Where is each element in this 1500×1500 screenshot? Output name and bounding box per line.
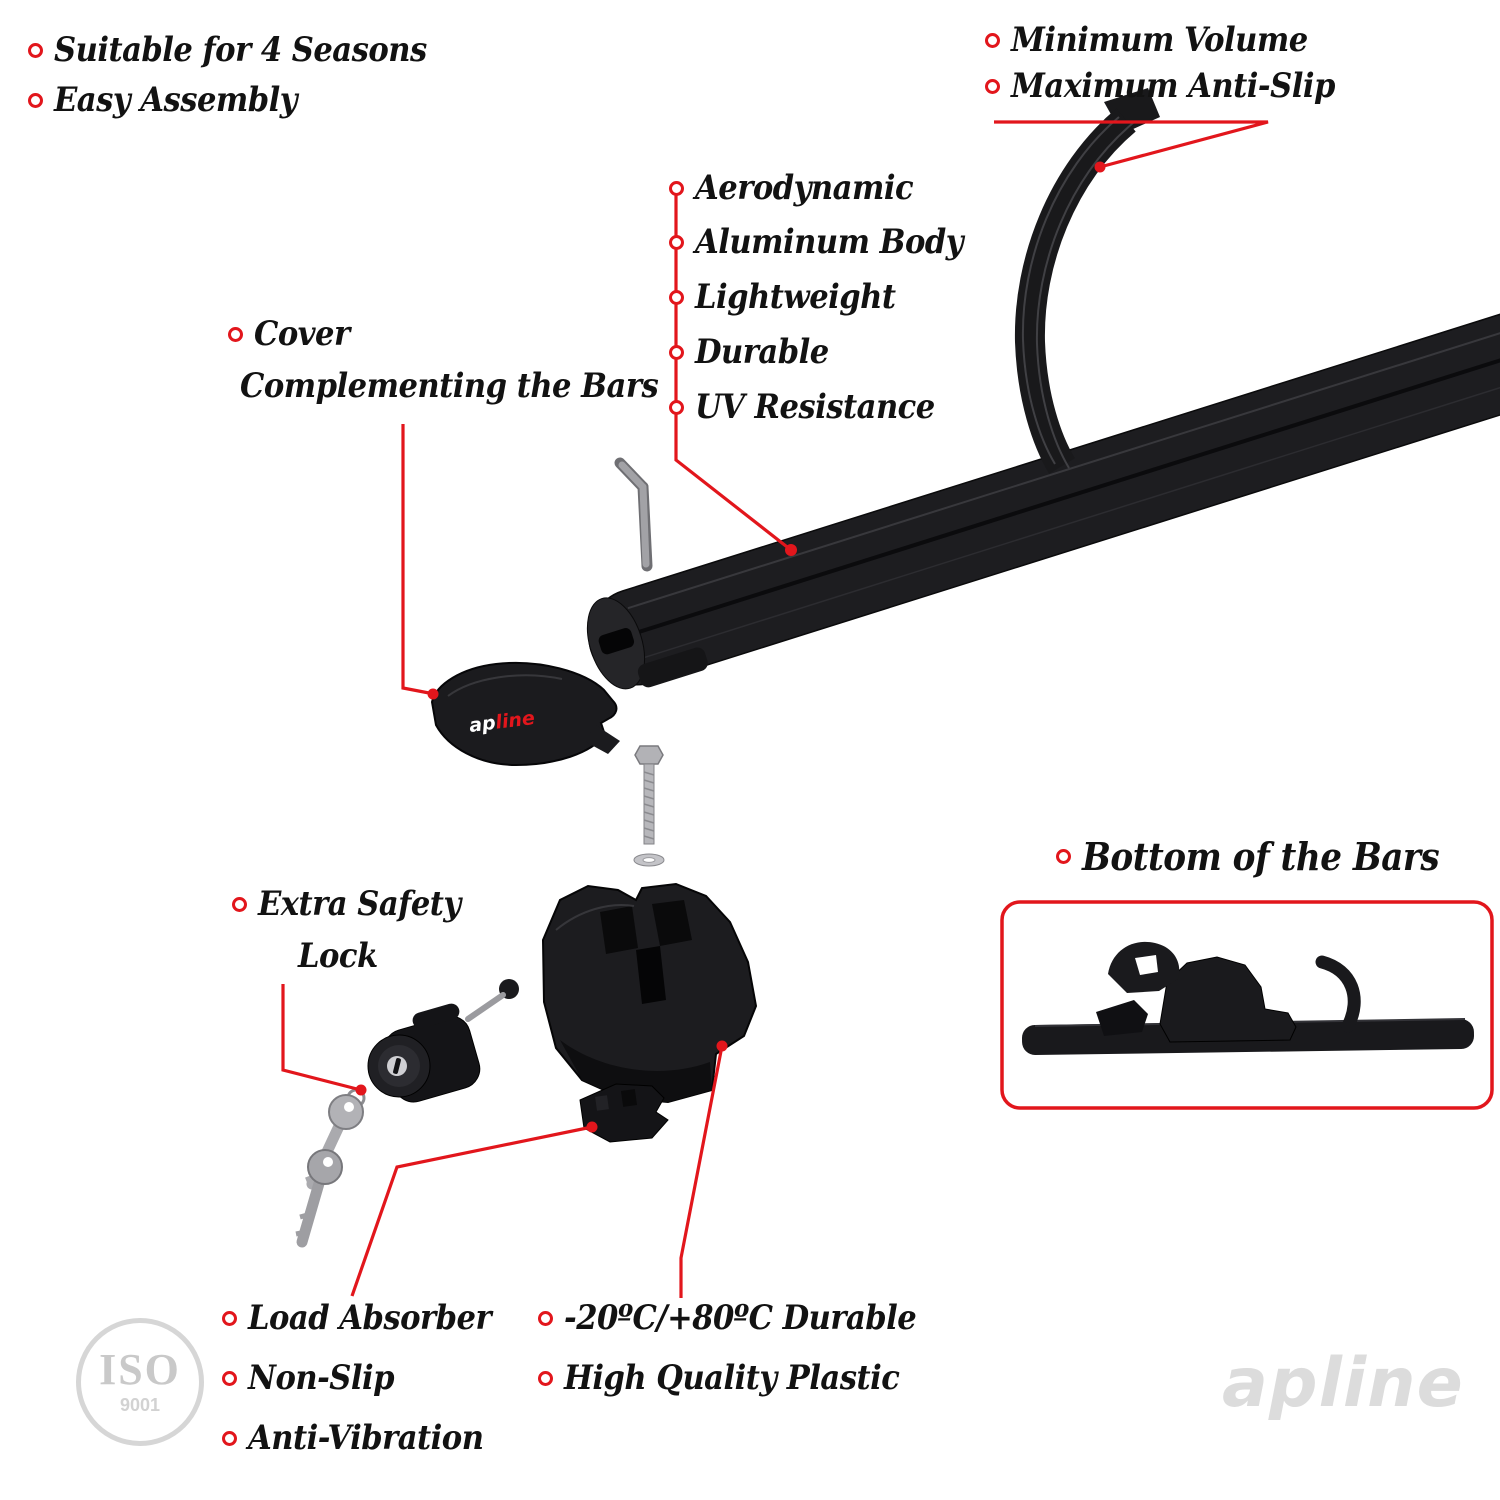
callout-line-cover: [401, 424, 430, 695]
bullet-icon: [28, 92, 43, 108]
callout-line-lock: [281, 984, 358, 1091]
feature-non-slip: Non-Slip: [222, 1358, 395, 1399]
bullet-icon: [669, 344, 684, 360]
feature-label: Durable: [695, 332, 829, 372]
bullet-icon: [538, 1310, 553, 1326]
feature-label: Minimum Volume: [1011, 20, 1308, 60]
feature-label: Extra Safety: [258, 884, 461, 924]
feature-label: Anti-Vibration: [248, 1418, 484, 1458]
feature-label: Suitable for 4 Seasons: [54, 30, 427, 70]
feature-label: Bottom of the Bars: [1082, 834, 1440, 879]
inset-strip: [1315, 955, 1361, 1033]
callout-line-temperature: [679, 1045, 724, 1298]
feature-load-absorber: Load Absorber: [222, 1298, 492, 1339]
feature-uv-resistance: UV Resistance: [669, 387, 935, 428]
bullet-icon: [222, 1310, 237, 1326]
feature-aerodynamic: Aerodynamic: [669, 168, 914, 209]
feature-label: Lightweight: [695, 277, 896, 317]
cover-logo: apline: [468, 707, 536, 737]
feature-suitable-seasons: Suitable for 4 Seasons: [28, 30, 427, 71]
feature-lightweight: Lightweight: [669, 277, 896, 318]
keys: [295, 1088, 366, 1248]
feature-label: Easy Assembly: [54, 80, 298, 120]
feature-lock: Lock: [298, 936, 378, 977]
feature-cover-line2: Complementing the Bars: [240, 366, 659, 407]
feature-temperature-durable: -20ºC/+80ºC Durable: [538, 1298, 917, 1339]
allen-key: [614, 457, 653, 572]
feature-label: Lock: [298, 936, 378, 976]
anti-slip-strip: [1014, 88, 1160, 474]
roof-bar: [586, 241, 1500, 690]
feature-label: Maximum Anti-Slip: [1011, 66, 1335, 106]
feature-label: High Quality Plastic: [564, 1358, 900, 1398]
iso-number: 9001: [119, 1395, 161, 1415]
bullet-icon: [228, 326, 243, 342]
feature-anti-vibration: Anti-Vibration: [222, 1418, 484, 1459]
foot-clamp: [541, 882, 758, 1104]
feature-durable: Durable: [669, 332, 829, 373]
brand-watermark: apline: [1222, 1344, 1464, 1423]
bullet-icon: [985, 78, 1000, 94]
bolt: [634, 745, 664, 845]
bullet-icon: [232, 896, 247, 912]
bullet-icon: [669, 234, 684, 250]
feature-label: Complementing the Bars: [240, 366, 659, 406]
feature-minimum-volume: Minimum Volume: [985, 20, 1308, 61]
cover-logo-ap: ap: [468, 712, 497, 737]
load-absorber-part: [579, 1083, 669, 1143]
bar-t-slot-channel: [637, 647, 708, 688]
bottom-of-bars-inset: [1000, 900, 1494, 1110]
cover-logo-line: line: [494, 707, 536, 734]
feature-label: Cover: [254, 314, 350, 354]
feature-cover: Cover: [228, 314, 350, 355]
feature-label: Load Absorber: [248, 1298, 492, 1338]
callout-dots: [355, 161, 1106, 1133]
bullet-icon: [28, 42, 43, 58]
feature-label: Non-Slip: [248, 1358, 395, 1398]
bottom-of-bars-title: Bottom of the Bars: [1056, 834, 1440, 880]
feature-label: Aluminum Body: [695, 222, 964, 262]
feature-high-quality-plastic: High Quality Plastic: [538, 1358, 900, 1399]
bullet-icon: [669, 180, 684, 196]
iso-label: ISO: [99, 1345, 181, 1394]
cover-piece: apline: [430, 661, 620, 767]
washer: [633, 853, 665, 867]
feature-aluminum-body: Aluminum Body: [669, 222, 964, 263]
bullet-icon: [1056, 849, 1071, 865]
feature-easy-assembly: Easy Assembly: [28, 80, 298, 121]
callout-line-strip: [994, 120, 1269, 169]
bullet-icon: [222, 1430, 237, 1446]
bullet-icon: [538, 1370, 553, 1386]
feature-label: Aerodynamic: [695, 168, 914, 208]
feature-label: -20ºC/+80ºC Durable: [564, 1298, 917, 1338]
feature-extra-safety: Extra Safety: [232, 884, 461, 925]
feature-maximum-anti-slip: Maximum Anti-Slip: [985, 66, 1335, 107]
feature-label: UV Resistance: [695, 387, 935, 427]
callout-line-bar: [674, 182, 792, 552]
bullet-icon: [985, 32, 1000, 48]
bullet-icon: [669, 289, 684, 305]
bullet-icon: [669, 399, 684, 415]
bullet-icon: [222, 1370, 237, 1386]
inset-clamp: [1159, 956, 1297, 1043]
callout-lines: [281, 120, 1269, 1298]
safety-lock: [367, 979, 519, 1103]
callout-line-absorber: [350, 1125, 593, 1297]
iso-badge: ISO 9001: [76, 1318, 204, 1446]
